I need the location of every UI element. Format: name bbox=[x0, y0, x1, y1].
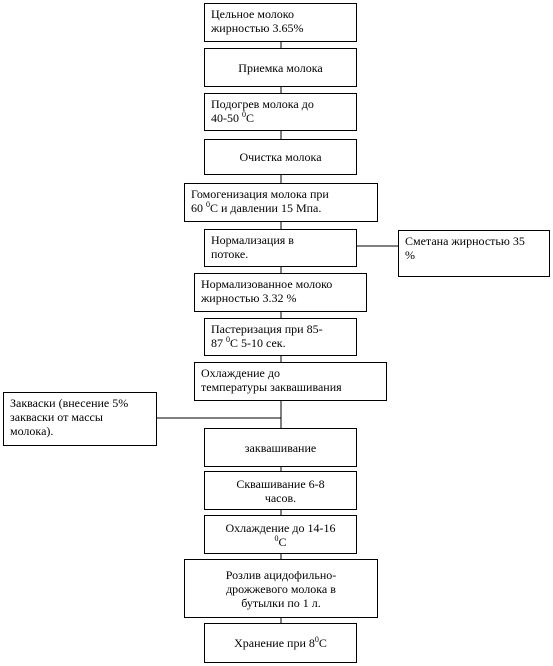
step-text: Охлаждение до bbox=[201, 366, 280, 380]
step-storage: Хранение при 80С bbox=[204, 623, 357, 663]
step-text: Пастеризация при 85- bbox=[211, 322, 323, 336]
step-text: Сквашивание 6-8 bbox=[236, 476, 325, 491]
step-normalization: Нормализация в потоке. bbox=[204, 229, 357, 267]
step-text: дрожжевого молока в bbox=[226, 581, 336, 596]
side-text: Закваски (внесение 5% bbox=[10, 396, 129, 410]
step-text: Нормализация в bbox=[211, 233, 294, 247]
step-text: жирностью 3.32 % bbox=[201, 291, 297, 305]
step-text: температуры заквашивания bbox=[201, 380, 342, 394]
step-normalized-milk: Нормализованное молоко жирностью 3.32 % bbox=[194, 273, 367, 312]
step-whole-milk: Цельное молоко жирностью 3.65% bbox=[204, 3, 357, 42]
step-text-line2: 40-50 0С bbox=[211, 110, 255, 126]
step-text: Цельное молоко bbox=[211, 7, 294, 21]
step-text: Охлаждение до 14-16 bbox=[225, 520, 336, 535]
step-text: Подогрев молока до bbox=[211, 97, 314, 111]
step-milk-cleaning: Очистка молока bbox=[204, 139, 357, 175]
step-milk-reception: Приемка молока bbox=[204, 48, 357, 87]
step-fermenting: заквашивание bbox=[204, 428, 357, 467]
step-text: часов. bbox=[264, 490, 297, 505]
side-text: молока). bbox=[10, 424, 54, 438]
side-text: закваски от массы bbox=[10, 410, 103, 424]
step-cooling-2: Охлаждение до 14-16 0С bbox=[204, 515, 357, 554]
step-pasteurization: Пастеризация при 85- 87 0С 5-10 сек. bbox=[204, 318, 357, 356]
side-text: Сметана жирностью 35 bbox=[405, 234, 525, 248]
side-cream: Сметана жирностью 35 % bbox=[398, 230, 550, 277]
step-text-line: Хранение при 80С bbox=[234, 635, 327, 651]
step-text: заквашивание bbox=[244, 440, 317, 455]
step-bottling: Розлив ацидофильно- дрожжевого молока в … bbox=[184, 559, 378, 618]
step-text-line2: 0С bbox=[274, 533, 287, 549]
step-text: потоке. bbox=[211, 247, 249, 261]
step-text: Приемка молока bbox=[238, 60, 323, 75]
step-homogenization: Гомогенизация молока при 60 0С и давлени… bbox=[184, 183, 378, 222]
step-text: жирностью 3.65% bbox=[211, 21, 304, 35]
step-text: Розлив ацидофильно- bbox=[225, 567, 337, 582]
step-cooling: Охлаждение до температуры заквашивания bbox=[194, 362, 387, 401]
step-text-line2: 87 0С 5-10 сек. bbox=[211, 335, 286, 351]
step-text: Гомогенизация молока при bbox=[191, 187, 329, 201]
step-souring: Сквашивание 6-8 часов. bbox=[204, 471, 357, 510]
step-text: Очистка молока bbox=[239, 150, 322, 164]
step-text: Нормализованное молоко bbox=[201, 277, 333, 291]
step-milk-heating: Подогрев молока до 40-50 0С bbox=[204, 93, 357, 131]
step-text: бутылки по 1 л. bbox=[241, 595, 321, 610]
side-starter: Закваски (внесение 5% закваски от массы … bbox=[3, 392, 157, 446]
side-text: % bbox=[405, 248, 415, 262]
step-text-line2: 60 0С и давлении 15 Мпа. bbox=[191, 200, 322, 216]
